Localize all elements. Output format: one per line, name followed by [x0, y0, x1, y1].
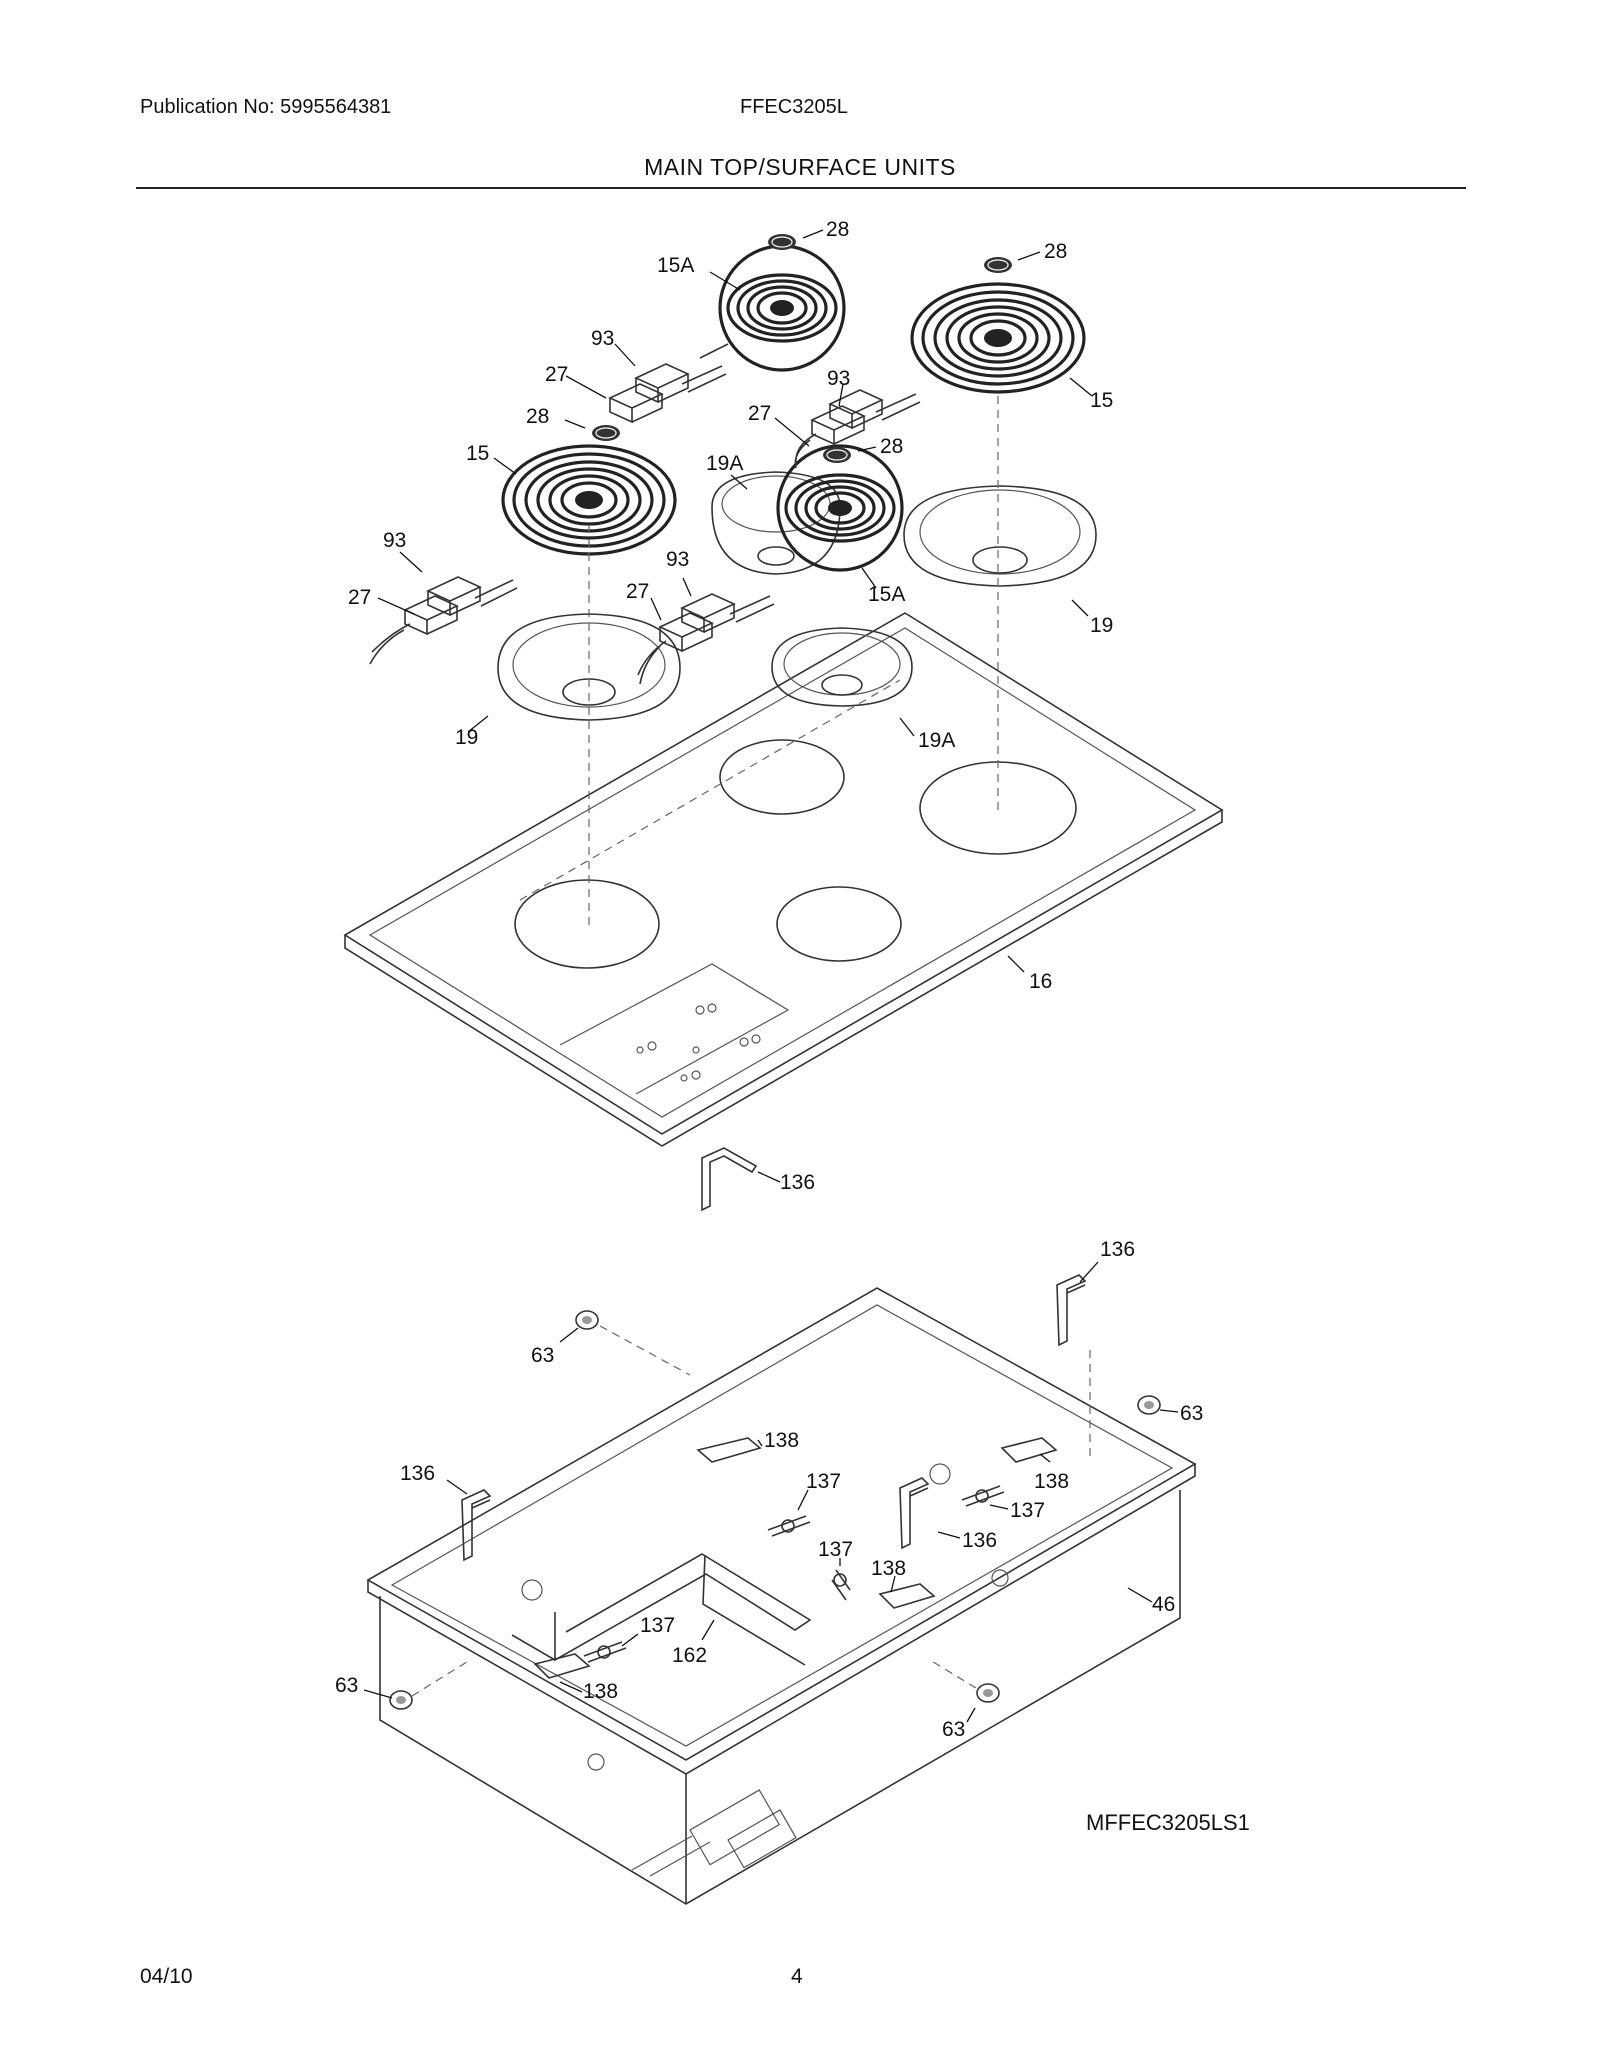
callout-63: 63: [1180, 1402, 1203, 1425]
surface-element-15A-front: [776, 444, 904, 572]
callout-28: 28: [526, 405, 549, 428]
callout-27: 27: [348, 586, 371, 609]
callout-27: 27: [748, 402, 771, 425]
callout-labels: 28 28 28 28 15A 15A 15 15 93 93 93 93 27…: [335, 218, 1203, 1741]
callout-15A: 15A: [657, 254, 694, 277]
clips-138: [533, 1437, 1058, 1679]
diagram-code: MFFEC3205LS1: [1086, 1810, 1250, 1835]
callout-28: 28: [826, 218, 849, 241]
callout-93: 93: [666, 548, 689, 571]
burner-box-46: [366, 1287, 1197, 1905]
screws-137: [583, 1485, 1005, 1663]
surface-element-15-right: [910, 282, 1086, 394]
page-number: 4: [791, 1965, 803, 1988]
callout-27: 27: [545, 363, 568, 386]
callout-19A: 19A: [706, 452, 743, 475]
callout-93: 93: [383, 529, 406, 552]
receptacle-blocks: [369, 343, 921, 685]
callout-137: 137: [806, 1470, 841, 1493]
callout-138: 138: [764, 1429, 799, 1452]
callout-162: 162: [672, 1644, 707, 1667]
callout-15: 15: [466, 442, 489, 465]
callout-138: 138: [871, 1557, 906, 1580]
callout-137: 137: [1010, 1499, 1045, 1522]
callout-46: 46: [1152, 1593, 1175, 1616]
callout-137: 137: [640, 1614, 675, 1637]
callout-15: 15: [1090, 389, 1113, 412]
callout-137: 137: [818, 1538, 853, 1561]
callout-93: 93: [827, 367, 850, 390]
callout-15A: 15A: [868, 583, 905, 606]
header-divider: [136, 187, 1466, 189]
drip-bowl-19A-front: [771, 627, 913, 707]
main-top-panel: [343, 612, 1224, 1147]
rear-brackets-136: [461, 1274, 1086, 1561]
footer-date: 04/10: [140, 1965, 193, 1988]
callout-28: 28: [880, 435, 903, 458]
callout-19: 19: [455, 726, 478, 749]
callout-27: 27: [626, 580, 649, 603]
callout-93: 93: [591, 327, 614, 350]
callout-136: 136: [962, 1529, 997, 1552]
drip-bowl-19A-back: [711, 471, 841, 575]
callout-138: 138: [583, 1680, 618, 1703]
bracket-136-top: [701, 1147, 758, 1212]
callout-19A: 19A: [918, 729, 955, 752]
publication-number: Publication No: 5995564381: [140, 96, 392, 118]
callout-136: 136: [1100, 1238, 1135, 1261]
model-number: FFEC3205L: [740, 96, 848, 118]
callout-138: 138: [1034, 1470, 1069, 1493]
callout-63: 63: [942, 1718, 965, 1741]
callout-63: 63: [335, 1674, 358, 1697]
surface-element-15A-back: [718, 244, 846, 372]
callout-16: 16: [1029, 970, 1052, 993]
page-title: MAIN TOP/SURFACE UNITS: [644, 154, 956, 180]
callout-136: 136: [780, 1171, 815, 1194]
callout-19: 19: [1090, 614, 1113, 637]
callout-136: 136: [400, 1462, 435, 1485]
callout-63: 63: [531, 1344, 554, 1367]
surface-element-15-left: [501, 444, 677, 556]
drip-bowl-19-right: [903, 485, 1097, 587]
callout-28: 28: [1044, 240, 1067, 263]
